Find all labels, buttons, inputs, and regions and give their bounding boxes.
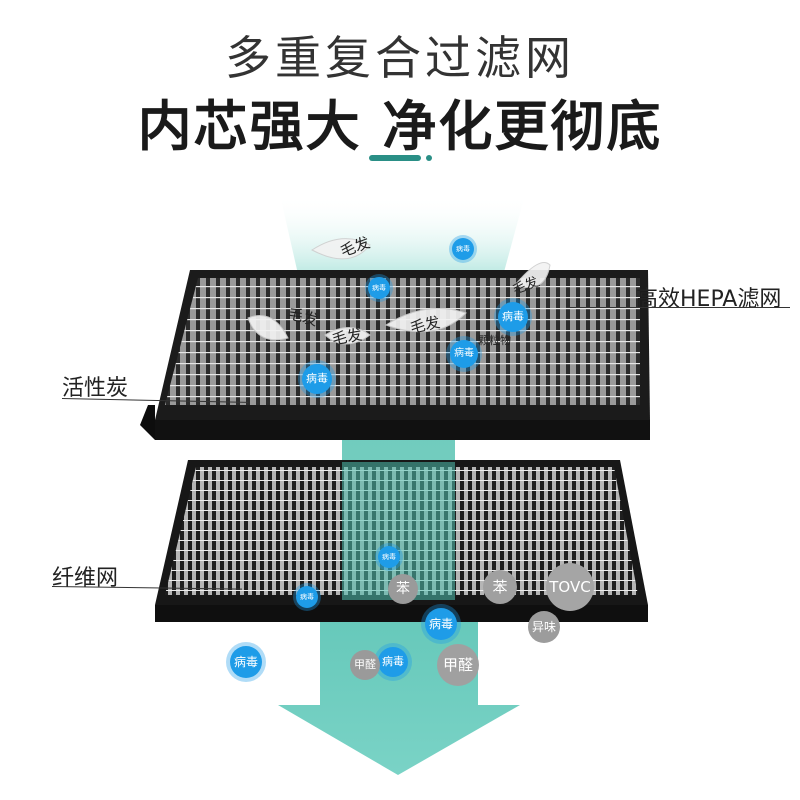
callout-hepa: 高效HEPA滤网 <box>636 287 782 312</box>
page-title: 多重复合过滤网 <box>225 31 575 85</box>
callout-line-hepa <box>566 307 790 308</box>
page-subtitle: 内芯强大 净化更彻底 <box>137 95 663 158</box>
benzene-bubble: 苯 <box>483 570 517 604</box>
virus-icon: 病毒 <box>368 277 390 299</box>
formaldehyde-bubble: 甲醛 <box>437 644 479 686</box>
virus-icon: 病毒 <box>450 340 478 368</box>
formaldehyde-bubble: 甲醛 <box>350 650 380 680</box>
virus-icon: 病毒 <box>452 238 474 260</box>
odor-bubble: 异味 <box>528 611 560 643</box>
virus-icon: 病毒 <box>378 647 408 677</box>
callout-carbon: 活性炭 <box>62 376 129 401</box>
accent-bar <box>369 155 421 161</box>
virus-icon: 病毒 <box>378 546 400 568</box>
virus-icon: 病毒 <box>230 646 262 678</box>
virus-icon: 病毒 <box>498 302 528 332</box>
benzene-bubble: 苯 <box>388 574 418 604</box>
tovc-bubble: TOVC <box>546 563 594 611</box>
feather-icon <box>247 238 551 345</box>
pollen-label: 颗粒物 <box>478 334 511 347</box>
virus-icon: 病毒 <box>302 364 332 394</box>
airflow-arrow-down <box>278 622 520 775</box>
virus-icon: 病毒 <box>296 586 318 608</box>
hepa-filter-panel <box>140 270 650 440</box>
virus-icon: 病毒 <box>425 608 457 640</box>
accent-dot <box>426 155 432 161</box>
